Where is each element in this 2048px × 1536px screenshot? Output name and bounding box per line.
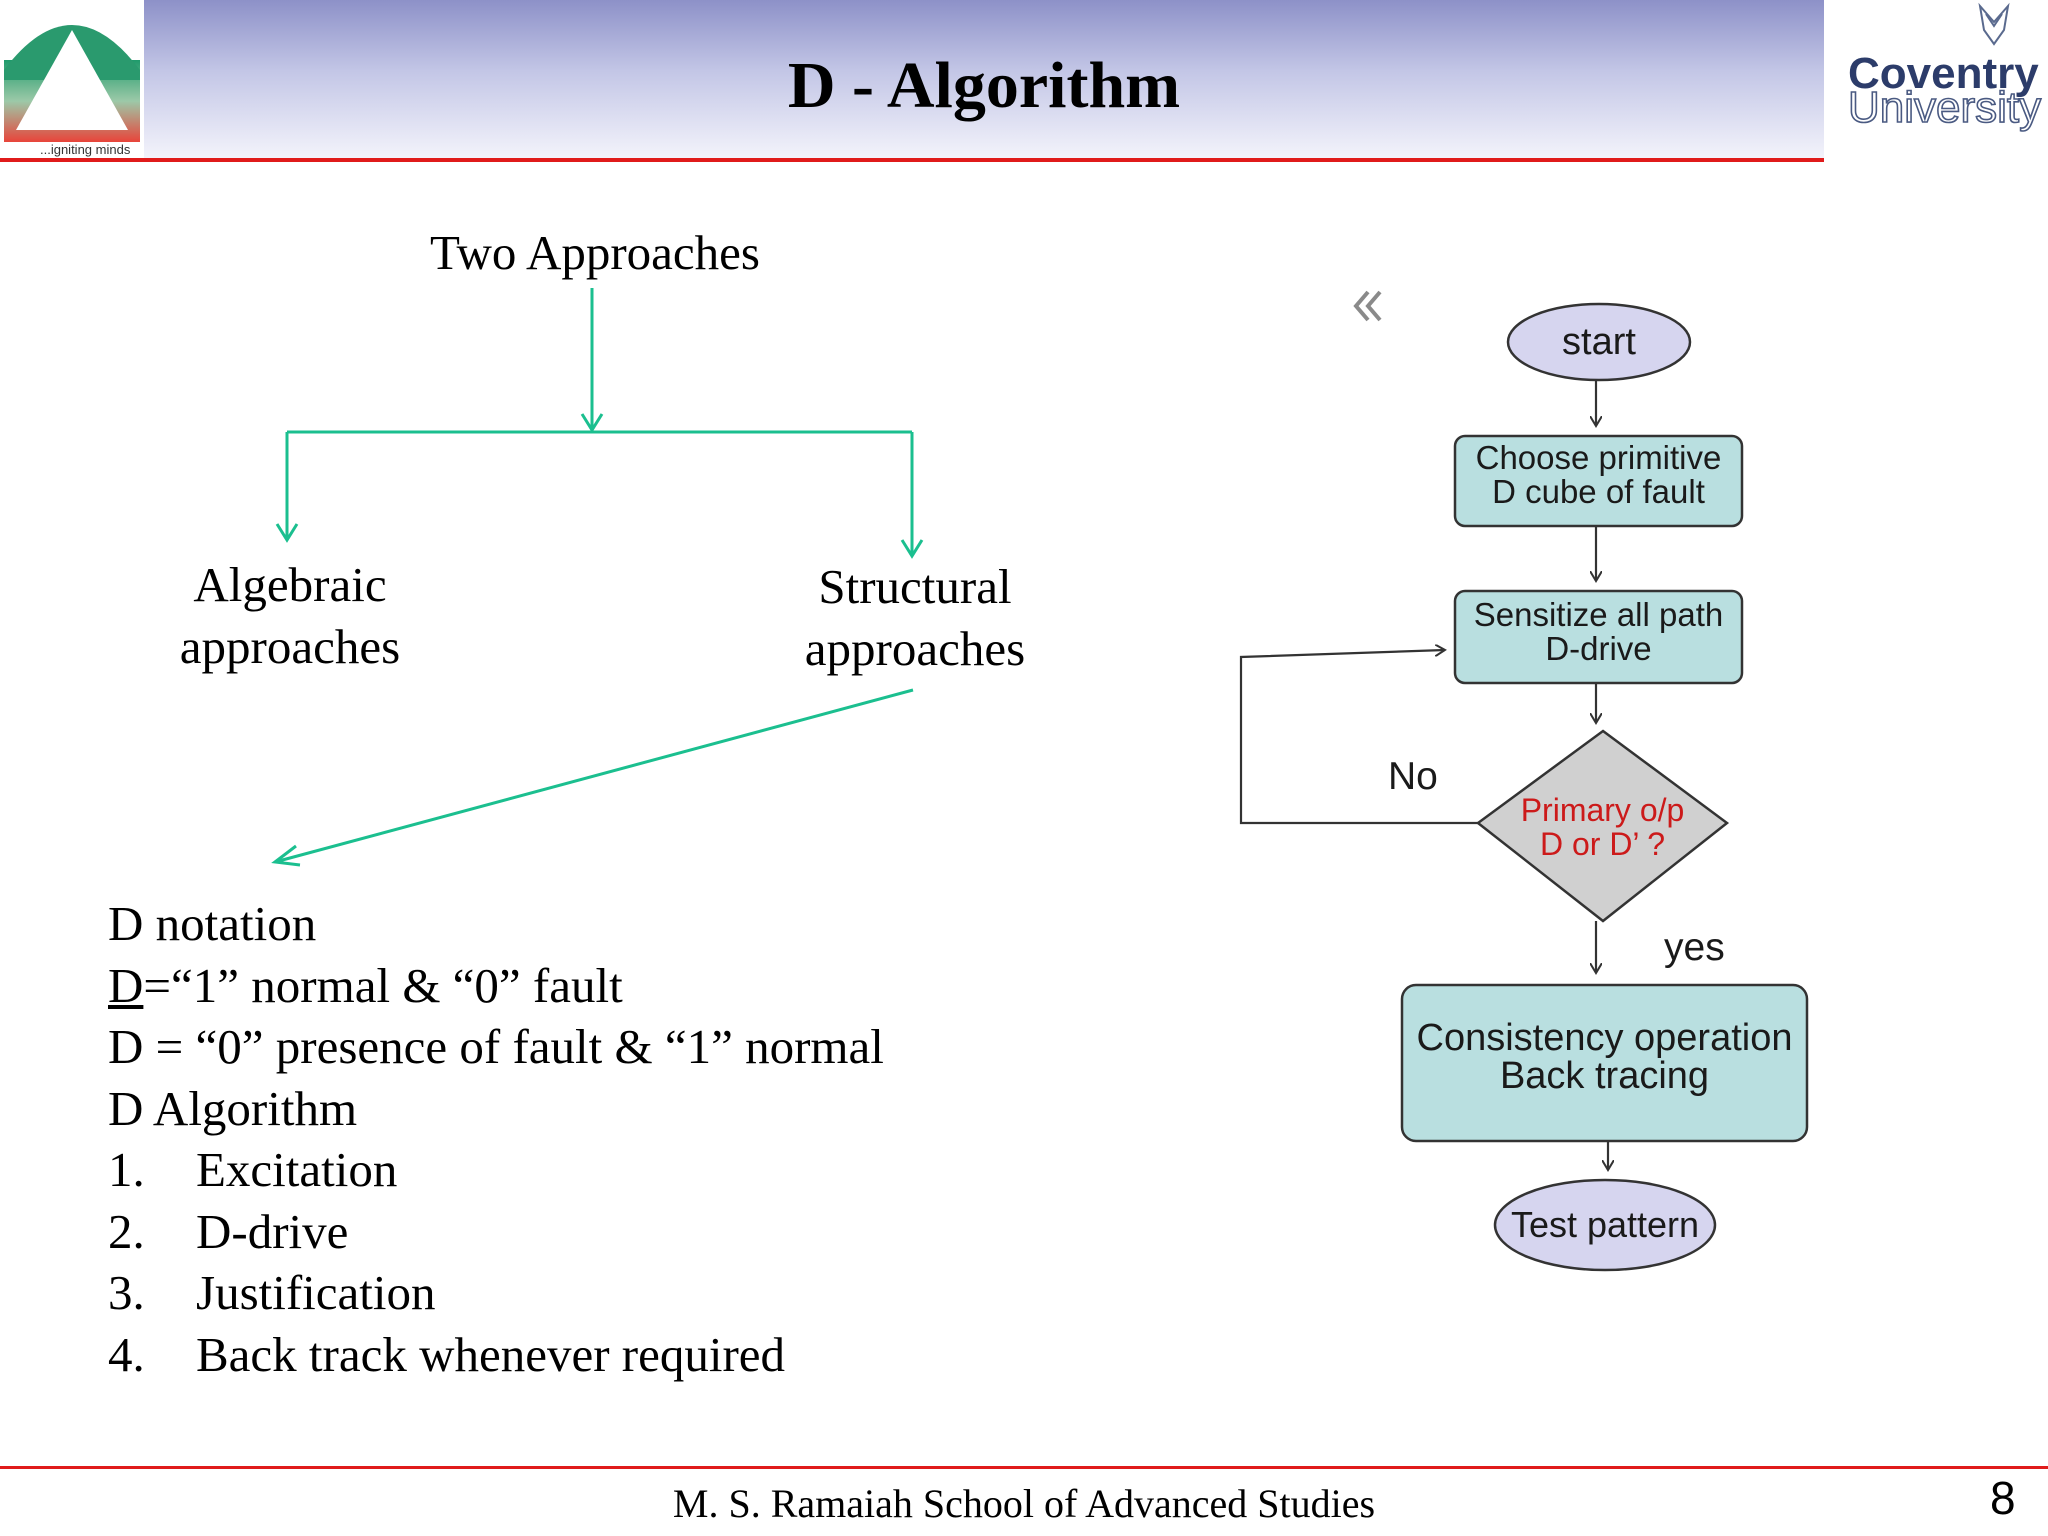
step-text: Excitation [196,1142,398,1197]
consistency-backtrace-text: Consistency operation Back tracing [1402,1019,1807,1095]
choose-primitive-line-1: Choose primitive [1475,439,1722,476]
choose-primitive-box [1453,434,1744,528]
eagle-emblem-icon [1978,2,2010,46]
header-divider [0,158,1824,162]
dbar-definition-text: =“1” normal & “0” fault [143,957,623,1013]
no-branch-label: No [1388,755,1438,798]
dbar-symbol: D [108,957,144,1013]
page-number: 8 [1990,1472,2016,1524]
choose-primitive-text: Choose primitive D cube of fault [1455,441,1742,509]
university-logo: Coventry University [1824,0,2048,162]
notation-notes: D notation D=“1” normal & “0” fault D = … [108,893,884,1385]
step-item: 1. Excitation [108,1139,884,1201]
logo-text-coventry: Coventry [1848,49,2039,98]
collapse-chevron-icon [1353,290,1382,322]
connector-trunk-head [580,413,604,433]
notes-line-d-notation: D notation [108,896,317,951]
primary-output-decision [1475,729,1730,923]
start-label: start [1562,321,1636,363]
triangle-logo-icon [4,25,140,142]
slide-title: D - Algorithm [787,49,1181,122]
test-pattern-label: Test pattern [1510,1204,1700,1245]
step-item: 3. Justification [108,1262,884,1324]
consistency-line-2: Back tracing [1499,1055,1710,1097]
consistency-line-1: Consistency operation [1416,1017,1793,1059]
footer-institution: M. S. Ramaiah School of Advanced Studies [672,1481,1376,1526]
choose-primitive-line-2: D cube of fault [1492,473,1705,510]
notes-line-dbar-definition: D=“1” normal & “0” fault [108,955,884,1017]
step-number: 3. [108,1265,145,1320]
connector-left-head [275,523,299,543]
start-terminal [1506,302,1692,382]
approaches-heading: Two Approaches [430,225,760,280]
logo-text-university: University [1847,83,2042,132]
step-number: 2. [108,1203,145,1259]
yes-branch-label: yes [1664,926,1725,969]
step-text: D-drive [196,1203,349,1259]
consistency-backtrace-box [1400,983,1809,1143]
sensitize-line-1: Sensitize all path [1473,596,1724,633]
decision-line-2: D or D’ ? [1539,826,1666,862]
footer-divider [0,1466,2048,1469]
step-text: Back track whenever required [196,1326,786,1382]
connector-diagonal [274,688,914,864]
step-text: Justification [196,1265,436,1320]
notes-line-d-algorithm: D Algorithm [108,1080,358,1136]
step-number: 4. [108,1326,145,1382]
algebraic-approaches-label: Algebraic approaches [179,557,401,674]
notes-line-d-definition: D = “0” presence of fault & “1” normal [108,1019,884,1074]
step-item: 4. Back track whenever required [108,1324,884,1386]
connector-right-head [900,539,924,559]
institute-logo: ...igniting minds [0,0,144,158]
decision-line-1: Primary o/p [1520,792,1685,828]
step-item: 2. D-drive [108,1201,884,1263]
logo-tagline: ...igniting minds [40,142,131,157]
no-loop-arrow [1239,650,1478,825]
test-pattern-terminal [1493,1178,1717,1272]
sensitize-path-box [1453,589,1744,685]
sensitize-line-2: D-drive [1545,630,1652,667]
structural-approaches-label: Structural approaches [804,559,1026,676]
decision-text: Primary o/p D or D’ ? [1480,793,1725,861]
title-bar [144,0,1824,158]
step-number: 1. [108,1142,145,1197]
connector-diagonal-head [271,844,301,867]
sensitize-path-text: Sensitize all path D-drive [1455,598,1742,666]
